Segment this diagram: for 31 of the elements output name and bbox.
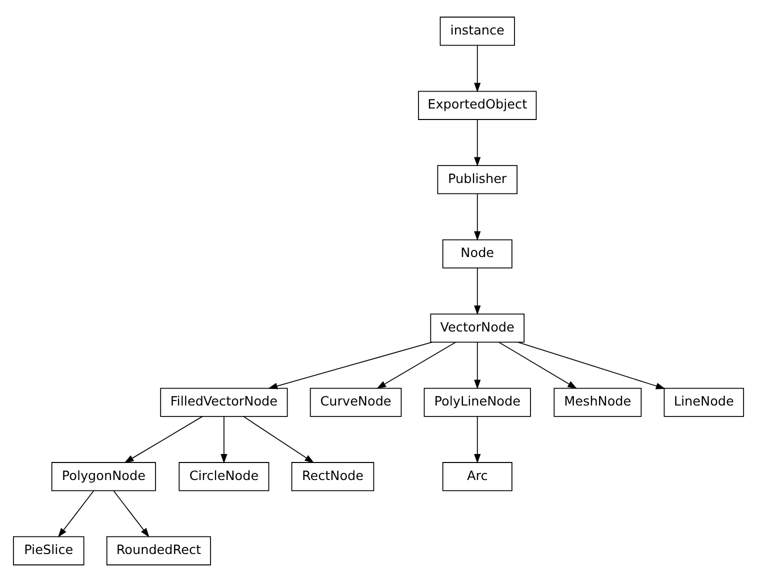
node-box: Arc [442,462,512,491]
arrow [517,341,666,389]
arrow [220,415,228,463]
arrow [376,341,456,388]
node-box: Publisher [437,164,518,194]
node-box: ExportedObject [418,90,537,120]
node-box: PieSlice [12,536,84,565]
arrow [474,44,481,92]
node-box: RectNode [291,462,374,491]
arrow [242,415,314,463]
node-box: PolygonNode [51,462,156,491]
arrow [124,415,203,463]
node-box: CircleNode [178,462,270,491]
node-box: LineNode [664,387,744,416]
arrow [268,341,432,389]
arrow [474,118,481,166]
node-box: VectorNode [430,313,525,342]
arrow [474,267,481,314]
node-box: PolyLineNode [424,387,531,416]
node-box: FilledVectorNode [160,387,288,416]
node-box: MeshNode [554,387,642,416]
node-box: RoundedRect [106,536,211,565]
arrow [58,490,94,537]
node-box: CurveNode [310,387,402,416]
node-box: Node [442,238,512,268]
arrow [113,490,150,537]
node-box: instance [440,16,515,46]
arrow [474,192,481,240]
arrow [474,341,481,389]
arrow [474,415,481,463]
arrow [498,341,578,388]
